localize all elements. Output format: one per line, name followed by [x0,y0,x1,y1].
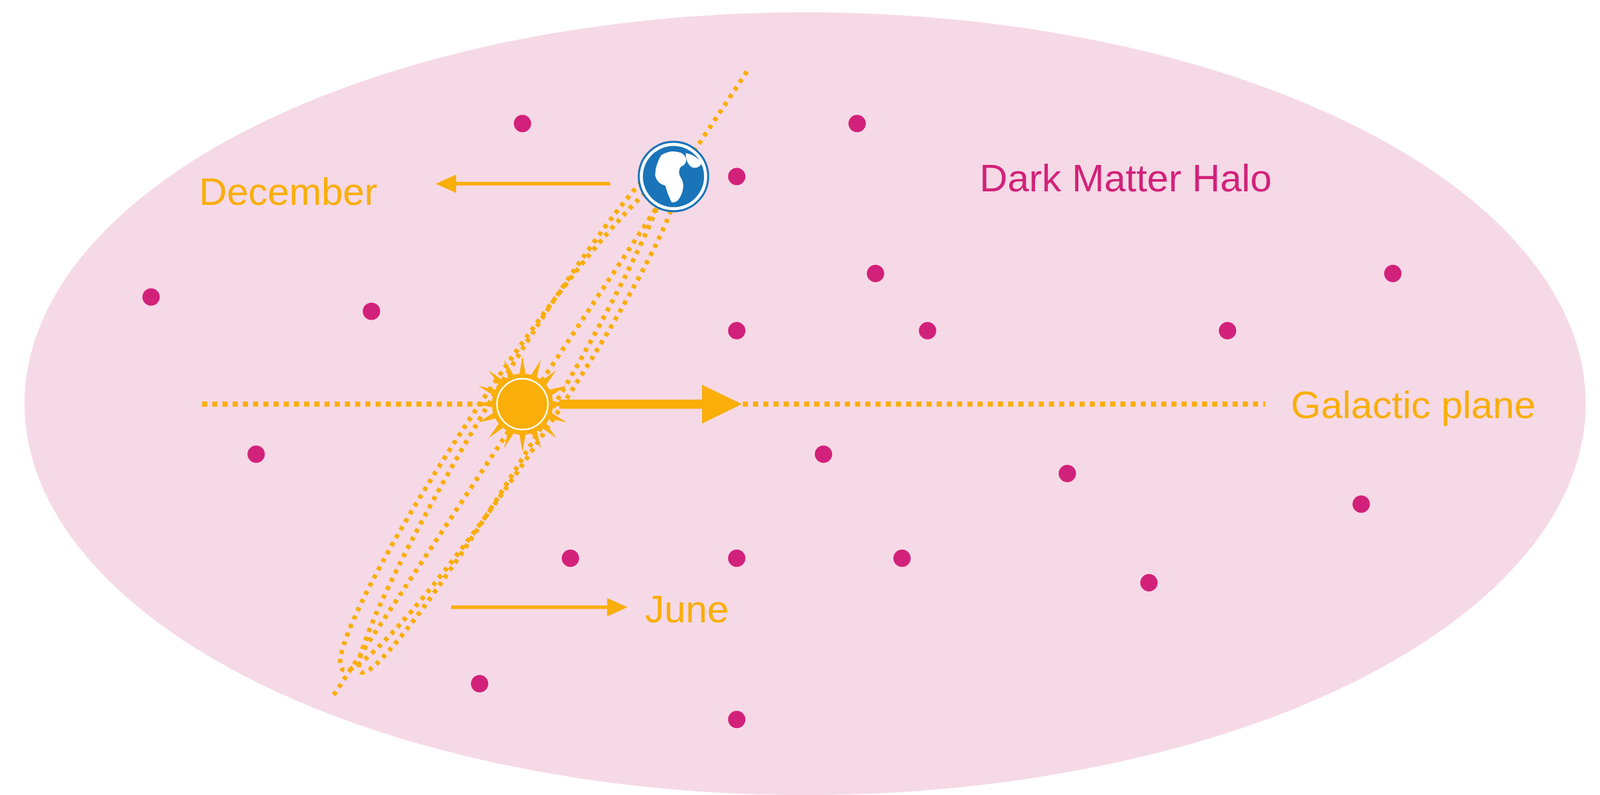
particle [1140,573,1158,592]
particle [142,288,160,306]
particle [1352,495,1371,513]
particle [893,549,911,567]
particle [247,445,265,463]
particle [1058,465,1077,483]
particle [470,675,489,693]
particle [727,322,746,340]
plane-label: Galactic plane [1290,385,1536,425]
particle [848,114,866,133]
particle [362,302,381,321]
particle [514,114,532,133]
particle [1218,322,1237,340]
month-label: June [644,590,729,629]
sun-symbol [474,356,571,453]
particle [727,710,746,728]
particle [561,549,580,567]
particle [919,322,937,340]
region-title: Dark Matter Halo [979,159,1272,198]
particle [1384,264,1402,283]
particle [866,264,885,283]
month-label: December [199,172,378,212]
earth-symbol [638,141,709,212]
particle [727,549,746,567]
particle [727,168,746,186]
particle [814,445,833,463]
